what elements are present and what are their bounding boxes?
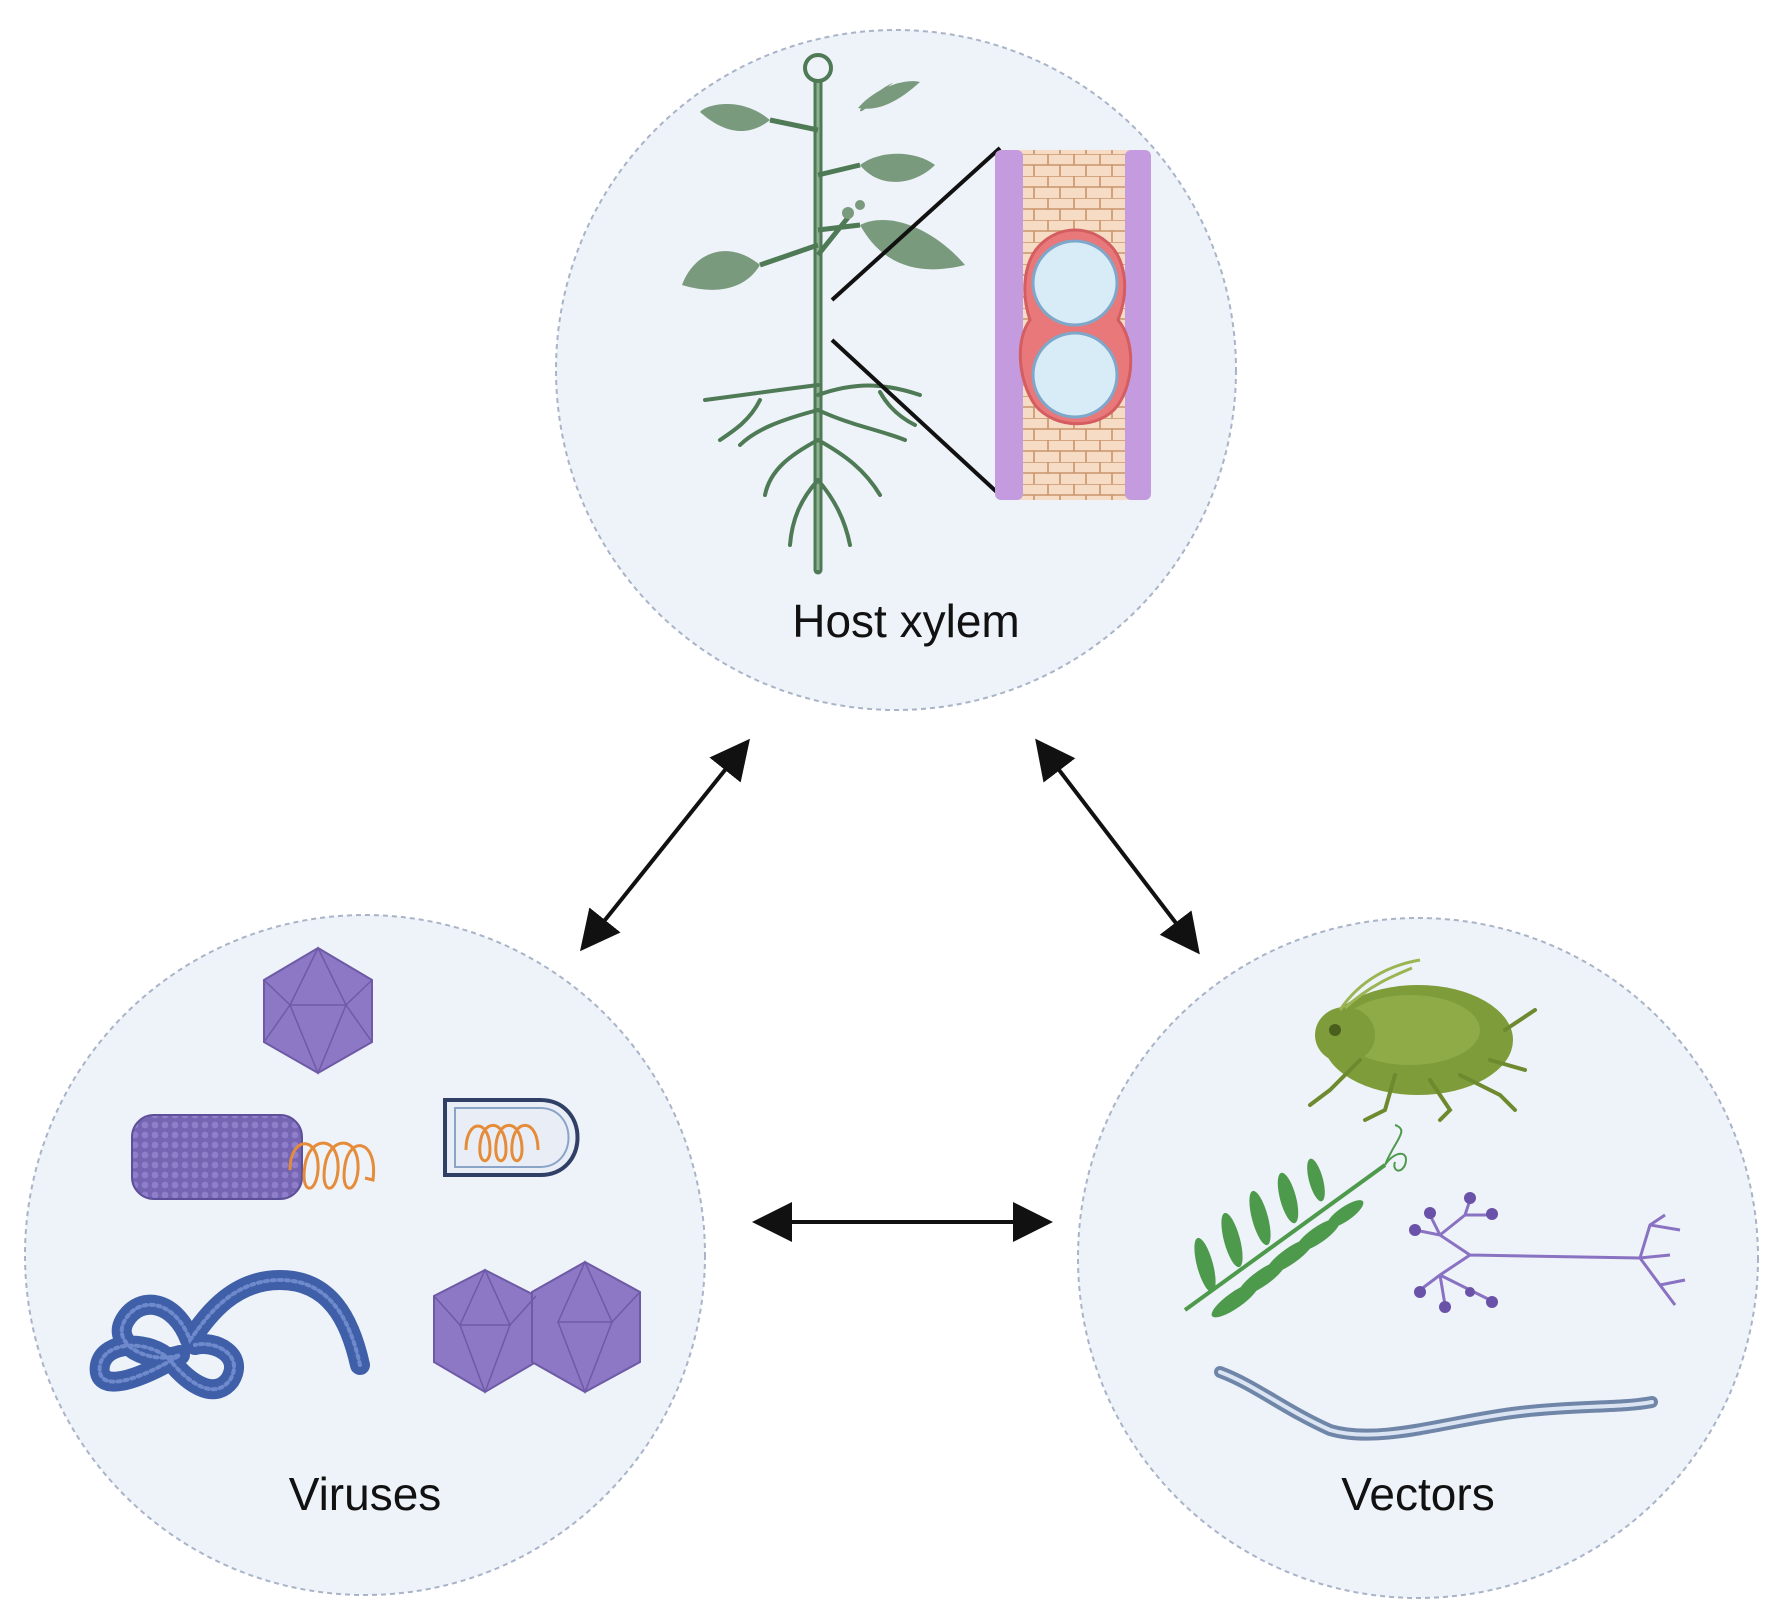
plant-icon bbox=[682, 53, 1002, 575]
arrow-host-vectors bbox=[1035, 738, 1200, 955]
viruses-circle bbox=[24, 914, 706, 1596]
vectors-node: Vectors bbox=[1077, 917, 1759, 1599]
xylem-cross-section-icon bbox=[995, 150, 1151, 500]
fungus-icon bbox=[1409, 1192, 1686, 1313]
aphid-icon bbox=[1308, 958, 1537, 1122]
bacilliform-virus-icon bbox=[443, 1098, 580, 1177]
vectors-circle bbox=[1077, 917, 1759, 1599]
nematode-icon bbox=[1214, 1366, 1658, 1441]
geminivirus-icon bbox=[433, 1260, 641, 1395]
viruses-node: Viruses bbox=[24, 914, 706, 1596]
arrow-host-viruses bbox=[580, 738, 750, 952]
host-label: Host xylem bbox=[792, 595, 1019, 647]
vectors-label: Vectors bbox=[1341, 1468, 1494, 1520]
plant-vector-icon bbox=[1183, 1124, 1407, 1318]
icosahedral-virus-icon bbox=[263, 946, 373, 1075]
viruses-label: Viruses bbox=[289, 1468, 442, 1520]
filamentous-virus-icon bbox=[89, 1270, 370, 1400]
rod-virus-icon bbox=[131, 1114, 376, 1200]
host-xylem-node: Host xylem bbox=[555, 29, 1237, 711]
